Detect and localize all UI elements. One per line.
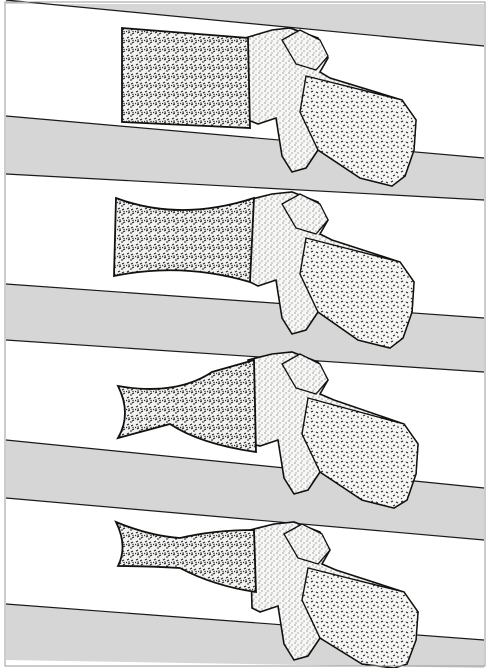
vertebral-body [114,198,254,282]
vertebral-body [122,28,250,128]
